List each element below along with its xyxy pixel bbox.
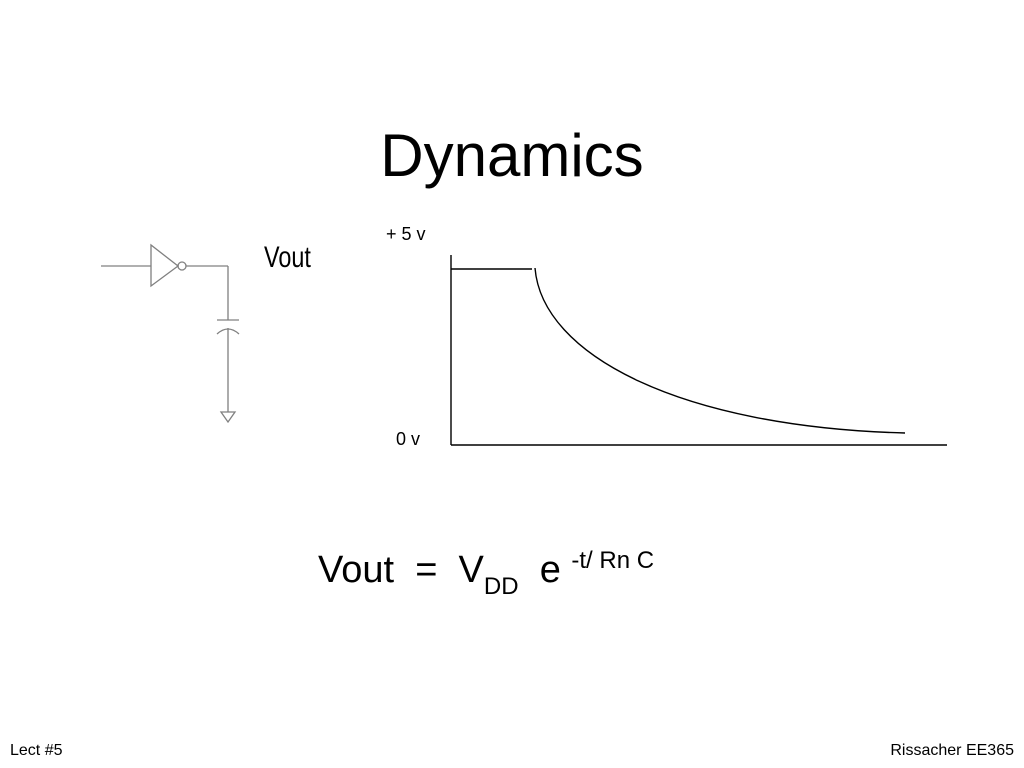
ground-icon — [219, 411, 237, 424]
equation-equals: = — [415, 549, 438, 591]
voltage-low-label: 0 v — [396, 429, 421, 449]
equation-lhs: Vout — [318, 549, 395, 591]
equation-exponent: -t/ Rn C — [571, 547, 655, 574]
discharge-waveform — [450, 255, 947, 446]
decay-curve — [534, 267, 906, 434]
slide-title: Dynamics — [380, 122, 644, 189]
discharge-equation: Vout = VDD e -t/ Rn C — [318, 540, 654, 605]
vout-node-label: Vout — [264, 241, 311, 274]
inverter-circuit-diagram — [101, 243, 240, 424]
voltage-high-label: + 5 v — [386, 224, 426, 244]
equation-v: V — [458, 549, 484, 591]
footer-lecture-number: Lect #5 — [10, 742, 63, 759]
inverter-icon — [150, 243, 180, 288]
equation-e: e — [539, 549, 561, 591]
equation-v-subscript: DD — [483, 573, 519, 600]
footer-course: Rissacher EE365 — [890, 742, 1014, 759]
inverter-bubble-icon — [177, 261, 187, 271]
